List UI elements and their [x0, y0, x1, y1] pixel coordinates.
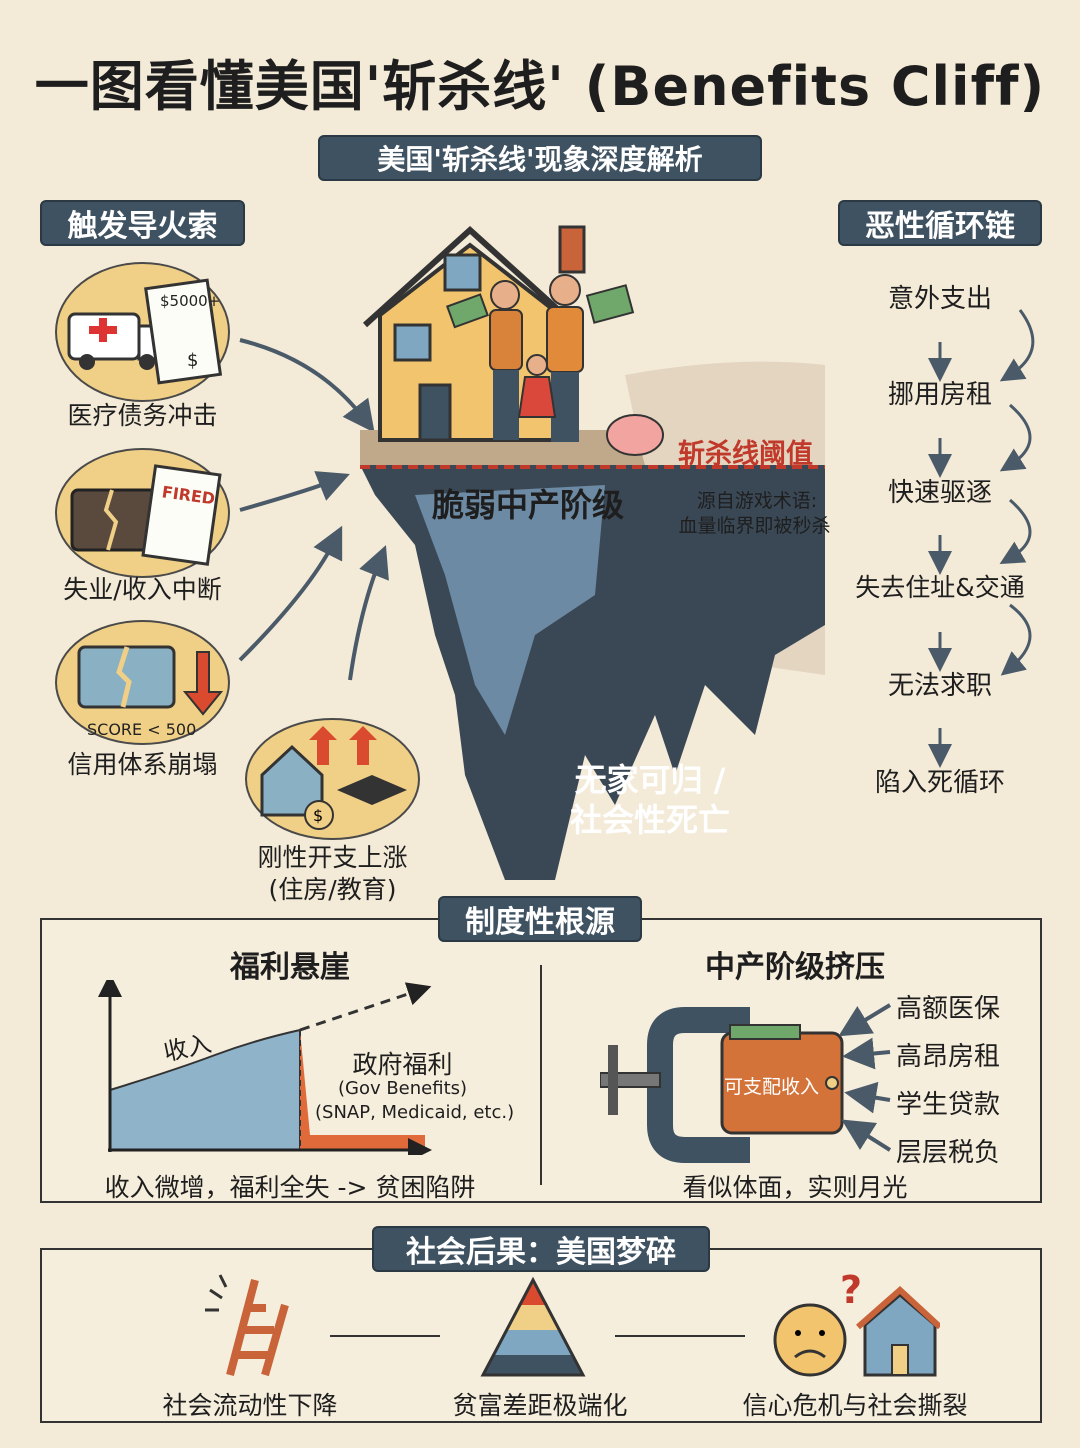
benefits-cliff-chart — [98, 980, 432, 1155]
cycle-step: 意外支出 — [887, 284, 992, 314]
dollar-sign: $ — [187, 350, 198, 371]
broken-ladder-icon — [205, 1274, 289, 1377]
triggers-header: 触发导火索 — [40, 200, 245, 246]
consequence-label: 贫富差距极端化 — [452, 1391, 628, 1420]
worried-face-house-icon: ? — [773, 1268, 940, 1377]
origin-note-line1: 源自游戏术语: — [696, 490, 818, 512]
gov-benefits-label: 政府福利 — [352, 1050, 453, 1079]
vulnerable-middle-class-label: 脆弱中产阶级 — [432, 486, 625, 524]
trigger-arrows — [238, 338, 389, 681]
gov-benefits-examples: (SNAP, Medicaid, etc.) — [315, 1102, 515, 1123]
clamp-wallet-icon — [600, 1007, 844, 1163]
pressure-item: 学生贷款 — [896, 1090, 1001, 1120]
cycle-step: 失去住址&交通 — [855, 573, 1025, 602]
pyramid-icon — [480, 1276, 586, 1377]
pressure-item: 高昂房租 — [896, 1042, 1001, 1072]
connector-line — [615, 1335, 745, 1337]
consequences-header: 社会后果：美国梦碎 — [372, 1226, 710, 1272]
threshold-label: 斩杀线阈值 — [678, 439, 813, 470]
pressure-arrows — [840, 1003, 892, 1152]
gov-benefits-en: (Gov Benefits) — [337, 1078, 468, 1099]
subtitle-banner: 美国'斩杀线'现象深度解析 — [318, 135, 762, 181]
pressure-item: 高额医保 — [896, 994, 1001, 1024]
credit-score: SCORE < 500 — [87, 720, 196, 739]
cycle-step: 快速驱逐 — [887, 478, 992, 508]
cycle-header: 恶性循环链 — [838, 200, 1042, 246]
benefits-cliff-title: 福利悬崖 — [230, 950, 350, 985]
fall-label-line2: 社会性死亡 — [569, 801, 730, 839]
fall-label-line1: 无家可归 / — [574, 761, 726, 799]
bill-amount: $5000+ — [160, 292, 220, 310]
roots-header: 制度性根源 — [438, 896, 642, 942]
broken-credit-card-icon: SCORE < 500 — [55, 620, 230, 745]
trigger-sublabel: (住房/教育) — [268, 875, 397, 904]
dollar-sign: $ — [313, 806, 323, 825]
roots-divider — [540, 965, 542, 1185]
ambulance-bill-icon: $5000+ $ — [55, 262, 230, 402]
origin-note-line2: 血量临界即被秒杀 — [678, 515, 831, 537]
connector-line — [330, 1335, 440, 1337]
trigger-label: 医疗债务冲击 — [67, 401, 218, 430]
cycle-step: 陷入死循环 — [874, 768, 1005, 798]
house-graduation-cap-icon: $ — [245, 718, 420, 840]
page-title: 一图看懂美国'斩杀线' (Benefits Cliff) — [34, 55, 1046, 118]
pressure-item: 层层税负 — [896, 1138, 1001, 1168]
trigger-label: 信用体系崩塌 — [67, 750, 218, 779]
cycle-arrows — [928, 309, 1035, 768]
cliff-illustration — [360, 225, 825, 880]
question-mark: ? — [840, 1268, 862, 1312]
cycle-step: 挪用房租 — [887, 380, 992, 410]
wallet-label: 可支配收入 — [724, 1076, 820, 1098]
broken-briefcase-fired-icon: FIRED — [55, 448, 230, 578]
trigger-label: 失业/收入中断 — [63, 575, 222, 604]
cycle-step: 无法求职 — [887, 671, 992, 701]
consequence-label: 社会流动性下降 — [162, 1391, 338, 1420]
trigger-label: 刚性开支上涨 — [257, 843, 408, 872]
consequence-label: 信心危机与社会撕裂 — [742, 1391, 968, 1420]
benefits-cliff-caption: 收入微增，福利全失 -> 贫困陷阱 — [104, 1173, 476, 1202]
middle-class-squeeze-caption: 看似体面，实则月光 — [682, 1173, 908, 1202]
middle-class-squeeze-title: 中产阶级挤压 — [705, 950, 885, 985]
